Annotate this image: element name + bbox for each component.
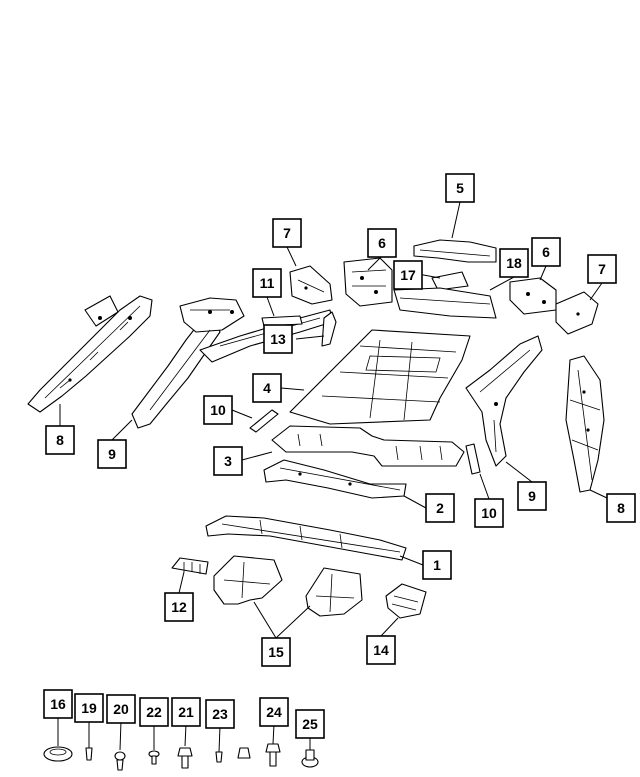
svg-text:18: 18 bbox=[506, 255, 522, 271]
callout-1: 1 bbox=[422, 550, 452, 580]
callout-3: 3 bbox=[213, 446, 243, 476]
svg-text:6: 6 bbox=[378, 235, 386, 251]
leader-lines bbox=[57, 201, 608, 753]
callout-14: 14 bbox=[366, 635, 396, 665]
svg-text:15: 15 bbox=[268, 644, 284, 660]
callout-10-right: 10 bbox=[474, 498, 504, 528]
right-brace-10-part bbox=[465, 443, 481, 475]
callout-8-left: 8 bbox=[45, 425, 75, 455]
svg-text:20: 20 bbox=[113, 701, 129, 717]
callout-17: 17 bbox=[393, 260, 423, 290]
fastener-16-part bbox=[43, 746, 73, 762]
callout-7-right: 7 bbox=[587, 254, 617, 284]
right-rear-rail-part bbox=[465, 335, 543, 467]
svg-text:7: 7 bbox=[283, 225, 291, 241]
callout-25: 25 bbox=[295, 709, 325, 739]
svg-text:6: 6 bbox=[542, 244, 550, 260]
callout-2: 2 bbox=[425, 493, 455, 523]
callout-7-left: 7 bbox=[272, 218, 302, 248]
fastener-20-part bbox=[114, 751, 126, 771]
svg-text:9: 9 bbox=[528, 488, 536, 504]
svg-text:23: 23 bbox=[212, 706, 228, 722]
callout-18: 18 bbox=[499, 248, 529, 278]
left-bracket-6-part bbox=[343, 257, 393, 307]
callout-15: 15 bbox=[261, 637, 291, 667]
callout-16: 16 bbox=[43, 689, 73, 719]
svg-text:19: 19 bbox=[81, 700, 97, 716]
right-side-rail-part bbox=[565, 355, 605, 493]
callout-8-right: 8 bbox=[606, 493, 636, 523]
callout-12: 12 bbox=[164, 592, 194, 622]
svg-text:21: 21 bbox=[178, 704, 194, 720]
left-bracket-part bbox=[289, 265, 333, 305]
fastener-24-part bbox=[265, 743, 281, 767]
callout-5: 5 bbox=[445, 173, 475, 203]
svg-text:24: 24 bbox=[266, 704, 282, 720]
svg-text:12: 12 bbox=[171, 599, 187, 615]
rear-floor-pan-part bbox=[289, 329, 471, 425]
callout-22: 22 bbox=[139, 697, 169, 727]
brace-13-part bbox=[321, 311, 337, 347]
svg-text:25: 25 bbox=[302, 716, 318, 732]
rear-panel-part bbox=[393, 287, 497, 319]
callout-9-left: 9 bbox=[97, 439, 127, 469]
svg-text:22: 22 bbox=[146, 704, 162, 720]
fastener-25-part bbox=[301, 749, 319, 768]
right-bracket-part bbox=[555, 291, 599, 335]
left-side-rail-part bbox=[27, 295, 153, 413]
svg-text:13: 13 bbox=[270, 331, 286, 347]
crossmember-3-part bbox=[271, 425, 465, 467]
callout-10-left: 10 bbox=[203, 395, 233, 425]
svg-text:2: 2 bbox=[436, 500, 444, 516]
left-brace-10-part bbox=[249, 409, 279, 433]
callout-24: 24 bbox=[259, 697, 289, 727]
callout-9-right: 9 bbox=[517, 481, 547, 511]
rear-crossmember-part bbox=[413, 239, 497, 263]
bracket-12-part bbox=[171, 557, 209, 575]
svg-text:11: 11 bbox=[260, 275, 275, 291]
bracket-17-part bbox=[431, 271, 469, 291]
crossmember-1-part bbox=[205, 515, 407, 561]
fastener-22-part bbox=[148, 750, 160, 765]
svg-text:10: 10 bbox=[210, 402, 226, 418]
svg-text:17: 17 bbox=[400, 267, 416, 283]
svg-text:9: 9 bbox=[108, 446, 116, 462]
svg-text:4: 4 bbox=[263, 380, 271, 396]
svg-text:16: 16 bbox=[50, 696, 66, 712]
svg-text:5: 5 bbox=[456, 180, 464, 196]
jack-tray-part bbox=[385, 583, 427, 619]
svg-text:10: 10 bbox=[481, 505, 497, 521]
callout-6-left: 6 bbox=[367, 228, 397, 258]
callout-19: 19 bbox=[74, 693, 104, 723]
callout-11: 11 bbox=[252, 268, 282, 298]
svg-text:3: 3 bbox=[224, 453, 232, 469]
callout-21: 21 bbox=[171, 697, 201, 727]
right-bracket-6-part bbox=[509, 277, 557, 315]
svg-text:8: 8 bbox=[617, 500, 625, 516]
svg-text:7: 7 bbox=[598, 261, 606, 277]
callout-4: 4 bbox=[252, 373, 282, 403]
fastener-21-part bbox=[177, 747, 193, 769]
callout-6-right: 6 bbox=[531, 237, 561, 267]
callout-13: 13 bbox=[263, 324, 293, 354]
fastener-19-part bbox=[85, 747, 93, 761]
reinforcement-11-part bbox=[261, 315, 303, 327]
callout-20: 20 bbox=[106, 694, 136, 724]
fastener-23-part bbox=[215, 747, 251, 763]
spare-tire-tub-part bbox=[213, 555, 363, 617]
svg-text:1: 1 bbox=[433, 557, 441, 573]
svg-text:8: 8 bbox=[56, 432, 64, 448]
svg-text:14: 14 bbox=[373, 642, 389, 658]
callout-23: 23 bbox=[205, 699, 235, 729]
